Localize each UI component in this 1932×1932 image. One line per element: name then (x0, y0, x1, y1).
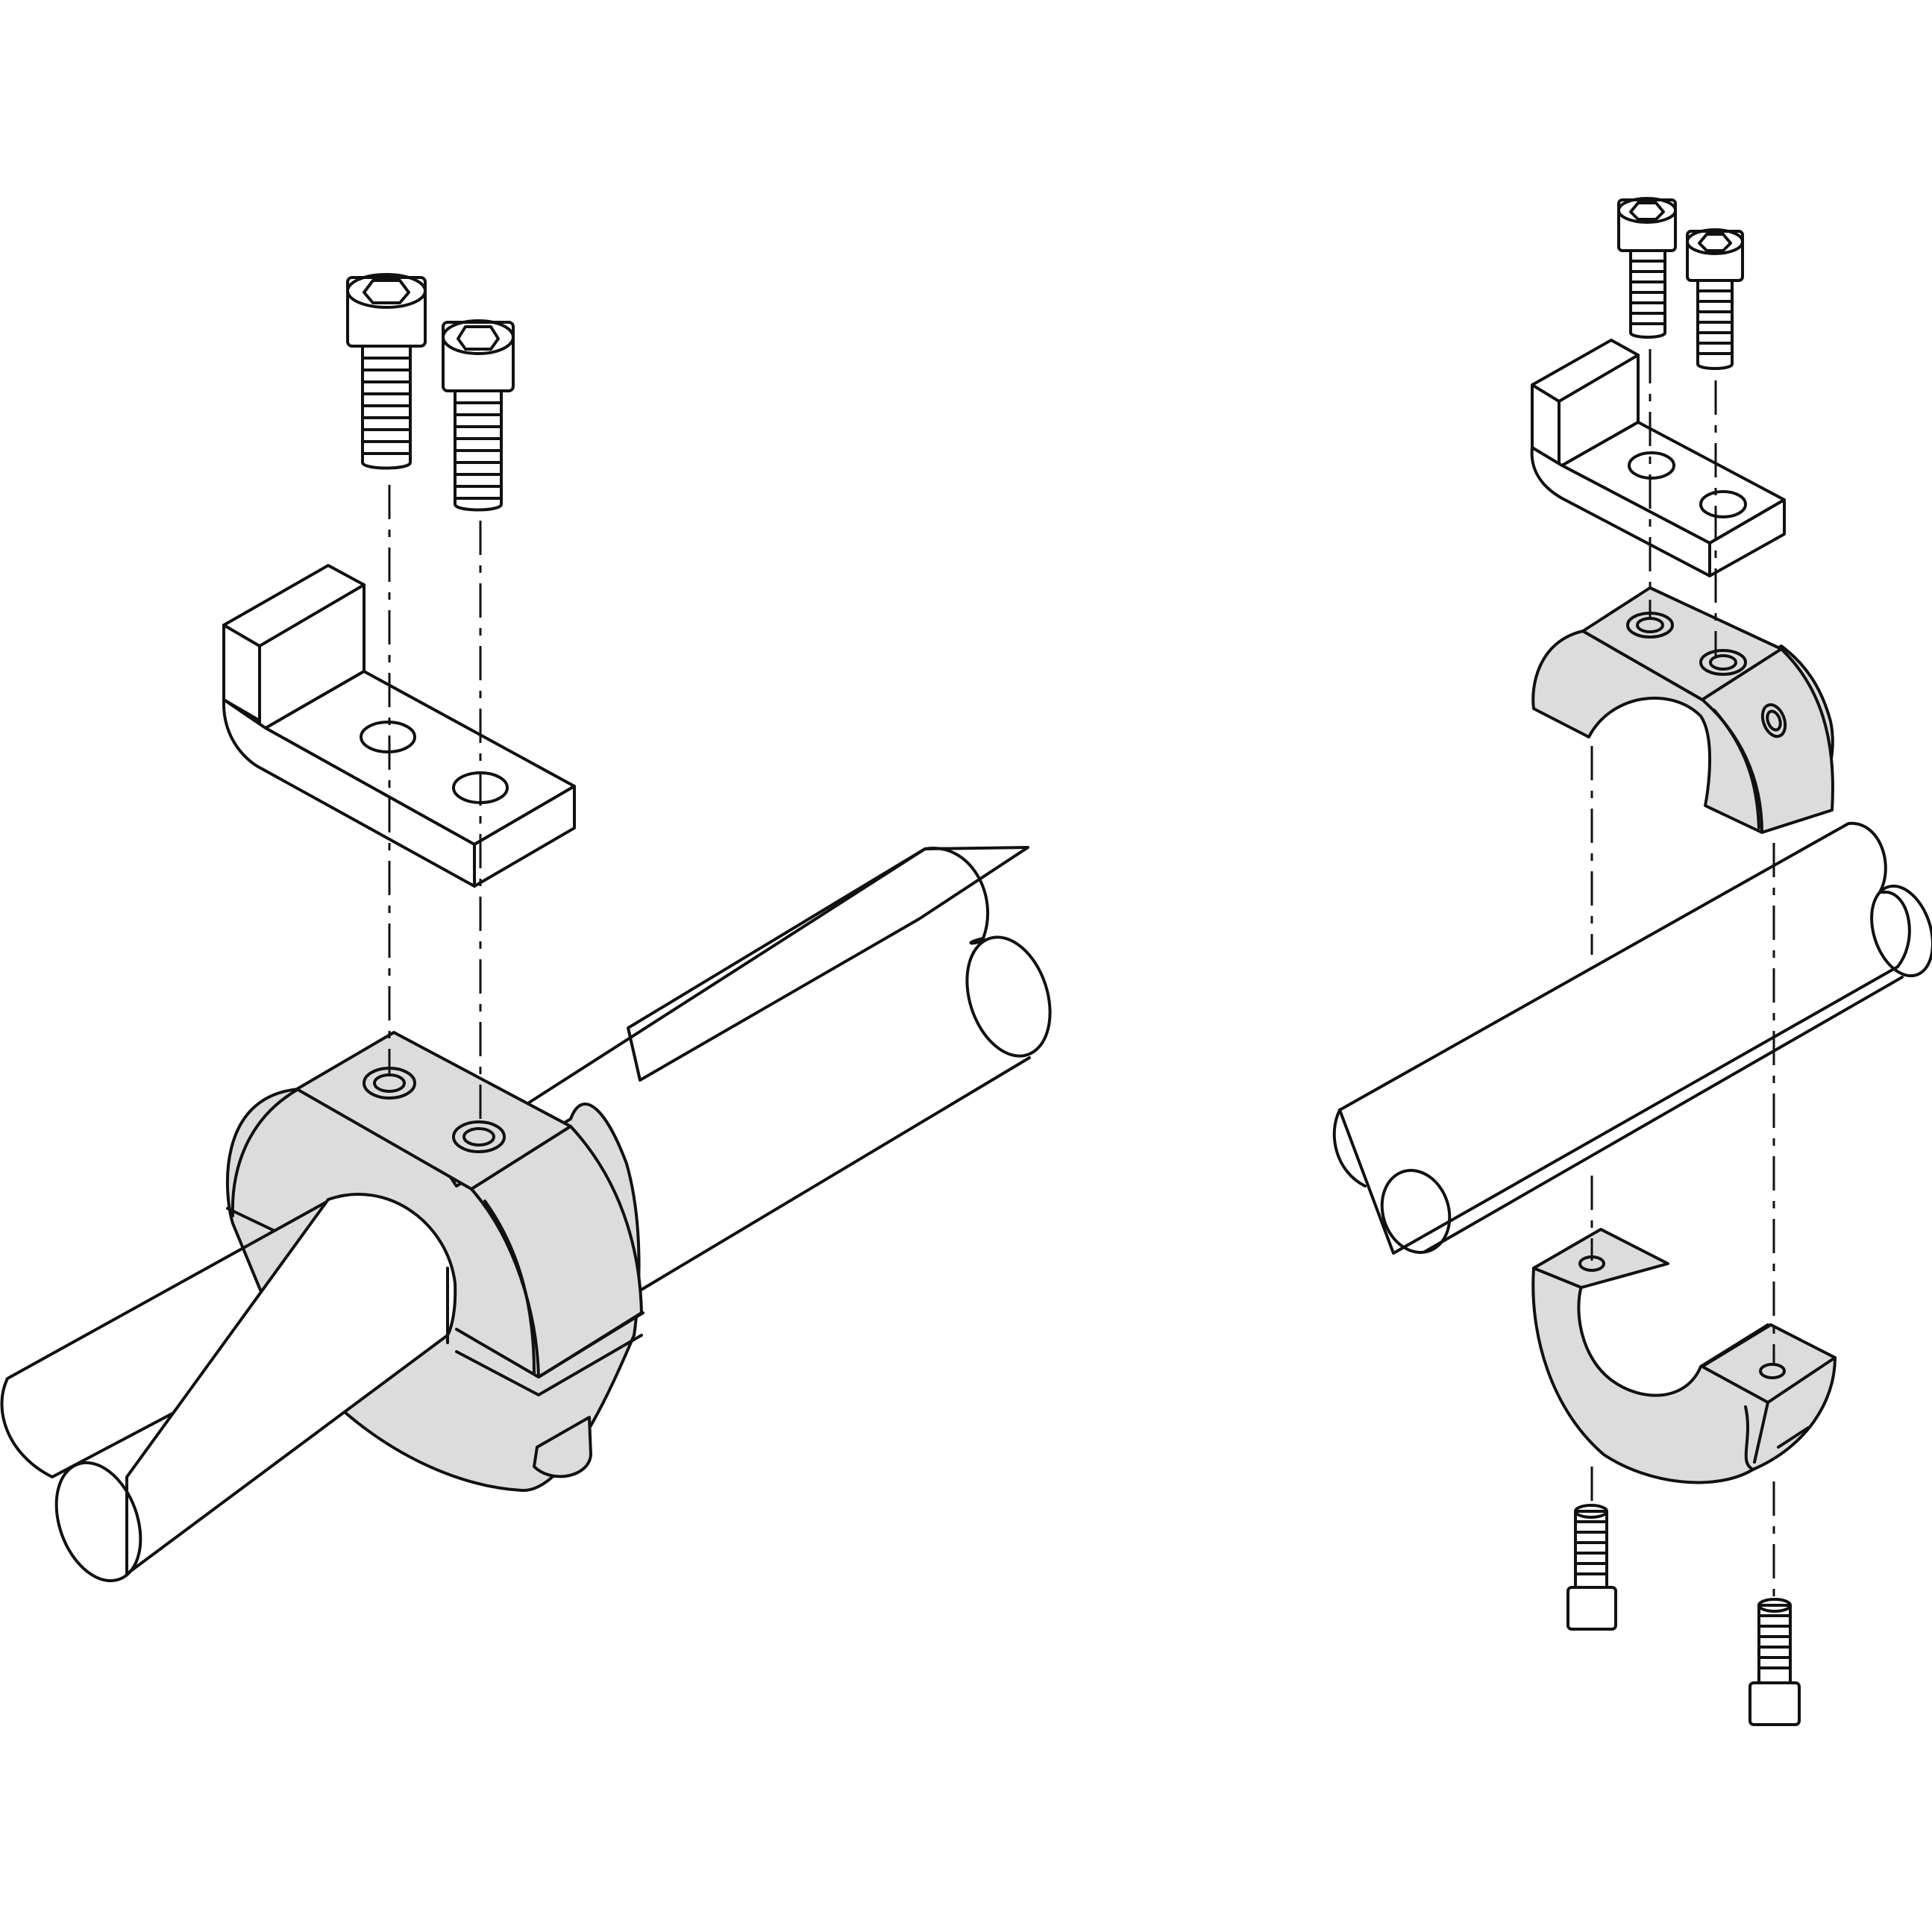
centerlines-left (388, 485, 482, 1126)
screw-right-3 (1566, 1504, 1617, 1631)
rod-near-segment (0, 1193, 457, 1583)
upper-clamp-half (1531, 586, 1834, 834)
rod-right (1332, 821, 1932, 1255)
screw-left-1 (346, 273, 427, 470)
assembled-view (0, 273, 1052, 1583)
screw-right-1 (1617, 197, 1677, 339)
lower-clamp-half (1531, 1228, 1837, 1484)
screw-right-2 (1686, 228, 1744, 370)
rod-far-segment (521, 846, 1052, 1292)
centerlines-right (1590, 349, 1775, 1601)
exploded-view (1332, 197, 1932, 1726)
screw-right-4 (1748, 1598, 1801, 1726)
bracket-left (222, 564, 576, 888)
screw-left-2 (442, 319, 515, 512)
bracket-right (1530, 339, 1786, 577)
